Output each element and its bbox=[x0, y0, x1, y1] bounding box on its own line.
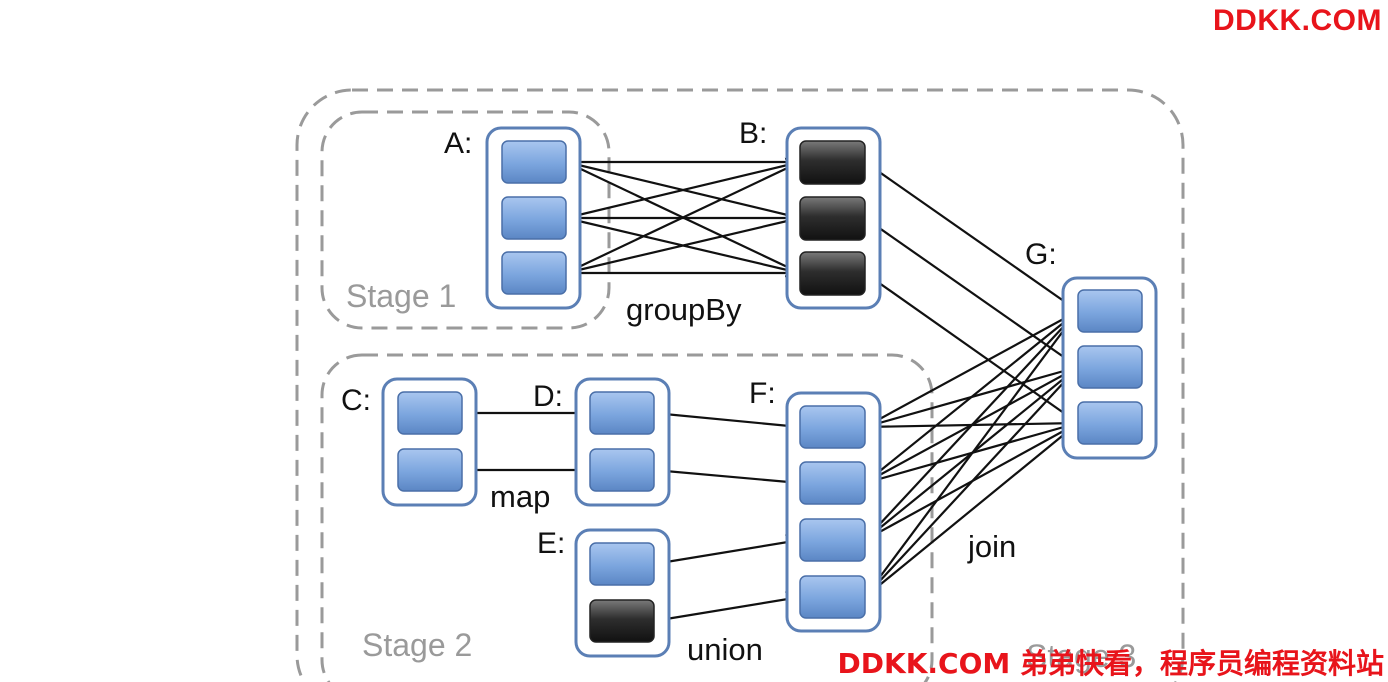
edge-F1-G1 bbox=[864, 310, 1080, 428]
stage-3-boundary bbox=[295, 88, 1185, 682]
partition-D-2 bbox=[589, 448, 655, 492]
rdd-A-label: A: bbox=[444, 127, 472, 160]
partition-F-4 bbox=[799, 575, 866, 619]
rdd-F-label: F: bbox=[749, 377, 776, 410]
watermark-bottom: DDKK.COM 弟弟快看，程序员编程资料站 bbox=[837, 647, 1384, 680]
partition-A-1 bbox=[501, 140, 567, 184]
partition-A-3 bbox=[501, 251, 567, 295]
partition-B-2 bbox=[799, 196, 866, 241]
edge-E2-F4 bbox=[653, 591, 802, 623]
partition-C-1 bbox=[397, 391, 463, 435]
op-union-label: union bbox=[687, 632, 763, 667]
edge-B3-G3 bbox=[864, 272, 1080, 424]
partition-E-1 bbox=[589, 542, 655, 586]
edge-F3-G1 bbox=[864, 309, 1080, 541]
stage-3-label: Stage 3 bbox=[1026, 638, 1136, 674]
rdd-E bbox=[574, 528, 671, 658]
partition-G-1 bbox=[1077, 289, 1143, 333]
stage-1-label: Stage 1 bbox=[346, 278, 456, 314]
dependency-edges bbox=[462, 154, 1080, 623]
edge-B1-G1 bbox=[864, 161, 1080, 312]
partition-F-3 bbox=[799, 518, 866, 562]
partition-C-2 bbox=[397, 448, 463, 492]
edge-F4-G3 bbox=[864, 422, 1080, 598]
rdd-A bbox=[485, 126, 582, 310]
partition-G-2 bbox=[1077, 345, 1143, 389]
rdd-B bbox=[785, 126, 882, 310]
rdd-D-label: D: bbox=[533, 380, 563, 413]
rdd-G-label: G: bbox=[1025, 238, 1057, 271]
edge-F4-G1 bbox=[864, 309, 1079, 598]
op-map-label: map bbox=[490, 479, 550, 514]
edge-A3-B1 bbox=[565, 160, 802, 274]
stage-1-boundary bbox=[320, 110, 611, 330]
edge-F4-G2 bbox=[864, 365, 1080, 598]
stage-2-label: Stage 2 bbox=[362, 627, 472, 663]
partition-B-1 bbox=[799, 140, 866, 185]
edge-D1-F1 bbox=[653, 411, 802, 434]
edge-A3-B2 bbox=[565, 213, 802, 275]
rdd-G bbox=[1061, 276, 1158, 460]
rdd-E-label: E: bbox=[537, 527, 565, 560]
op-groupBy-label: groupBy bbox=[626, 292, 742, 327]
rdd-C bbox=[381, 377, 478, 507]
partition-B-3 bbox=[799, 251, 866, 296]
rdd-D bbox=[574, 377, 671, 507]
partition-D-1 bbox=[589, 391, 655, 435]
partition-A-2 bbox=[501, 196, 567, 240]
stage-2-boundary bbox=[320, 353, 934, 682]
partition-F-2 bbox=[799, 461, 866, 505]
partition-F-1 bbox=[799, 405, 866, 449]
rdd-B-label: B: bbox=[739, 117, 767, 150]
edge-B2-G2 bbox=[864, 217, 1080, 368]
edge-D2-F2 bbox=[653, 468, 802, 490]
edge-E1-F3 bbox=[653, 534, 802, 566]
edge-A2-B1 bbox=[565, 157, 802, 220]
rdd-C-label: C: bbox=[341, 384, 371, 417]
op-join-label: join bbox=[967, 529, 1016, 564]
partition-E-2 bbox=[589, 599, 655, 643]
rdd-F bbox=[785, 391, 882, 633]
watermark-top: DDKK.COM bbox=[1213, 4, 1382, 37]
edge-F2-G1 bbox=[864, 310, 1080, 484]
partition-G-3 bbox=[1077, 401, 1143, 445]
